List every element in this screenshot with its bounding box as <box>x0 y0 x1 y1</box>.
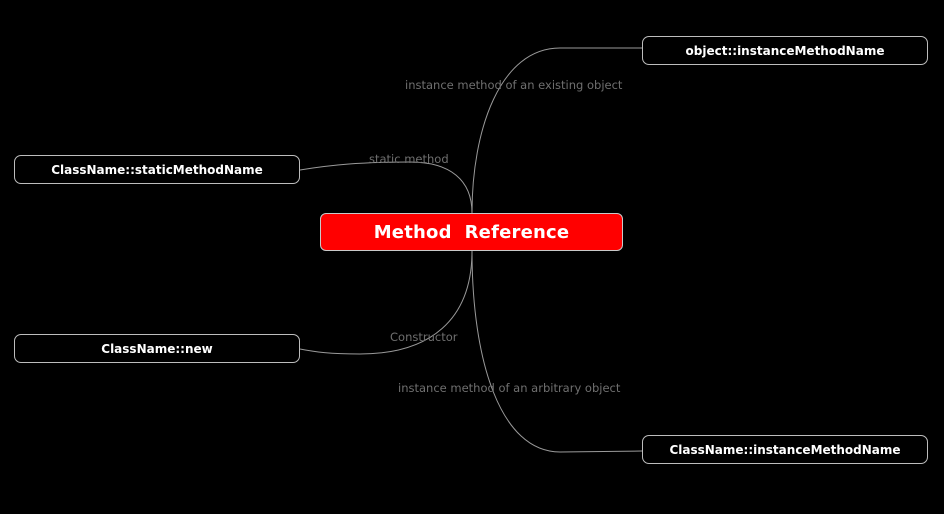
connector-static <box>299 161 473 214</box>
node-label: ClassName::new <box>101 341 213 356</box>
node-static-method[interactable]: ClassName::staticMethodName <box>14 155 300 184</box>
edge-label-constructor: Constructor <box>390 330 458 344</box>
connector-constructor <box>299 250 473 355</box>
connector-arbitrary-instance <box>471 250 643 453</box>
connector-object-instance <box>471 47 642 214</box>
edge-label-arbitrary-object: instance method of an arbitrary object <box>398 381 621 395</box>
node-constructor[interactable]: ClassName::new <box>14 334 300 363</box>
central-topic[interactable]: Method Reference <box>320 213 623 251</box>
node-object-instance-method[interactable]: object::instanceMethodName <box>642 36 928 65</box>
node-label: ClassName::staticMethodName <box>51 162 263 177</box>
node-label: ClassName::instanceMethodName <box>669 442 901 457</box>
edge-label-static-method: static method <box>369 152 449 166</box>
edge-label-existing-object: instance method of an existing object <box>405 78 623 92</box>
central-topic-label: Method Reference <box>373 221 570 243</box>
node-arbitrary-instance-method[interactable]: ClassName::instanceMethodName <box>642 435 928 464</box>
node-label: object::instanceMethodName <box>685 43 885 58</box>
